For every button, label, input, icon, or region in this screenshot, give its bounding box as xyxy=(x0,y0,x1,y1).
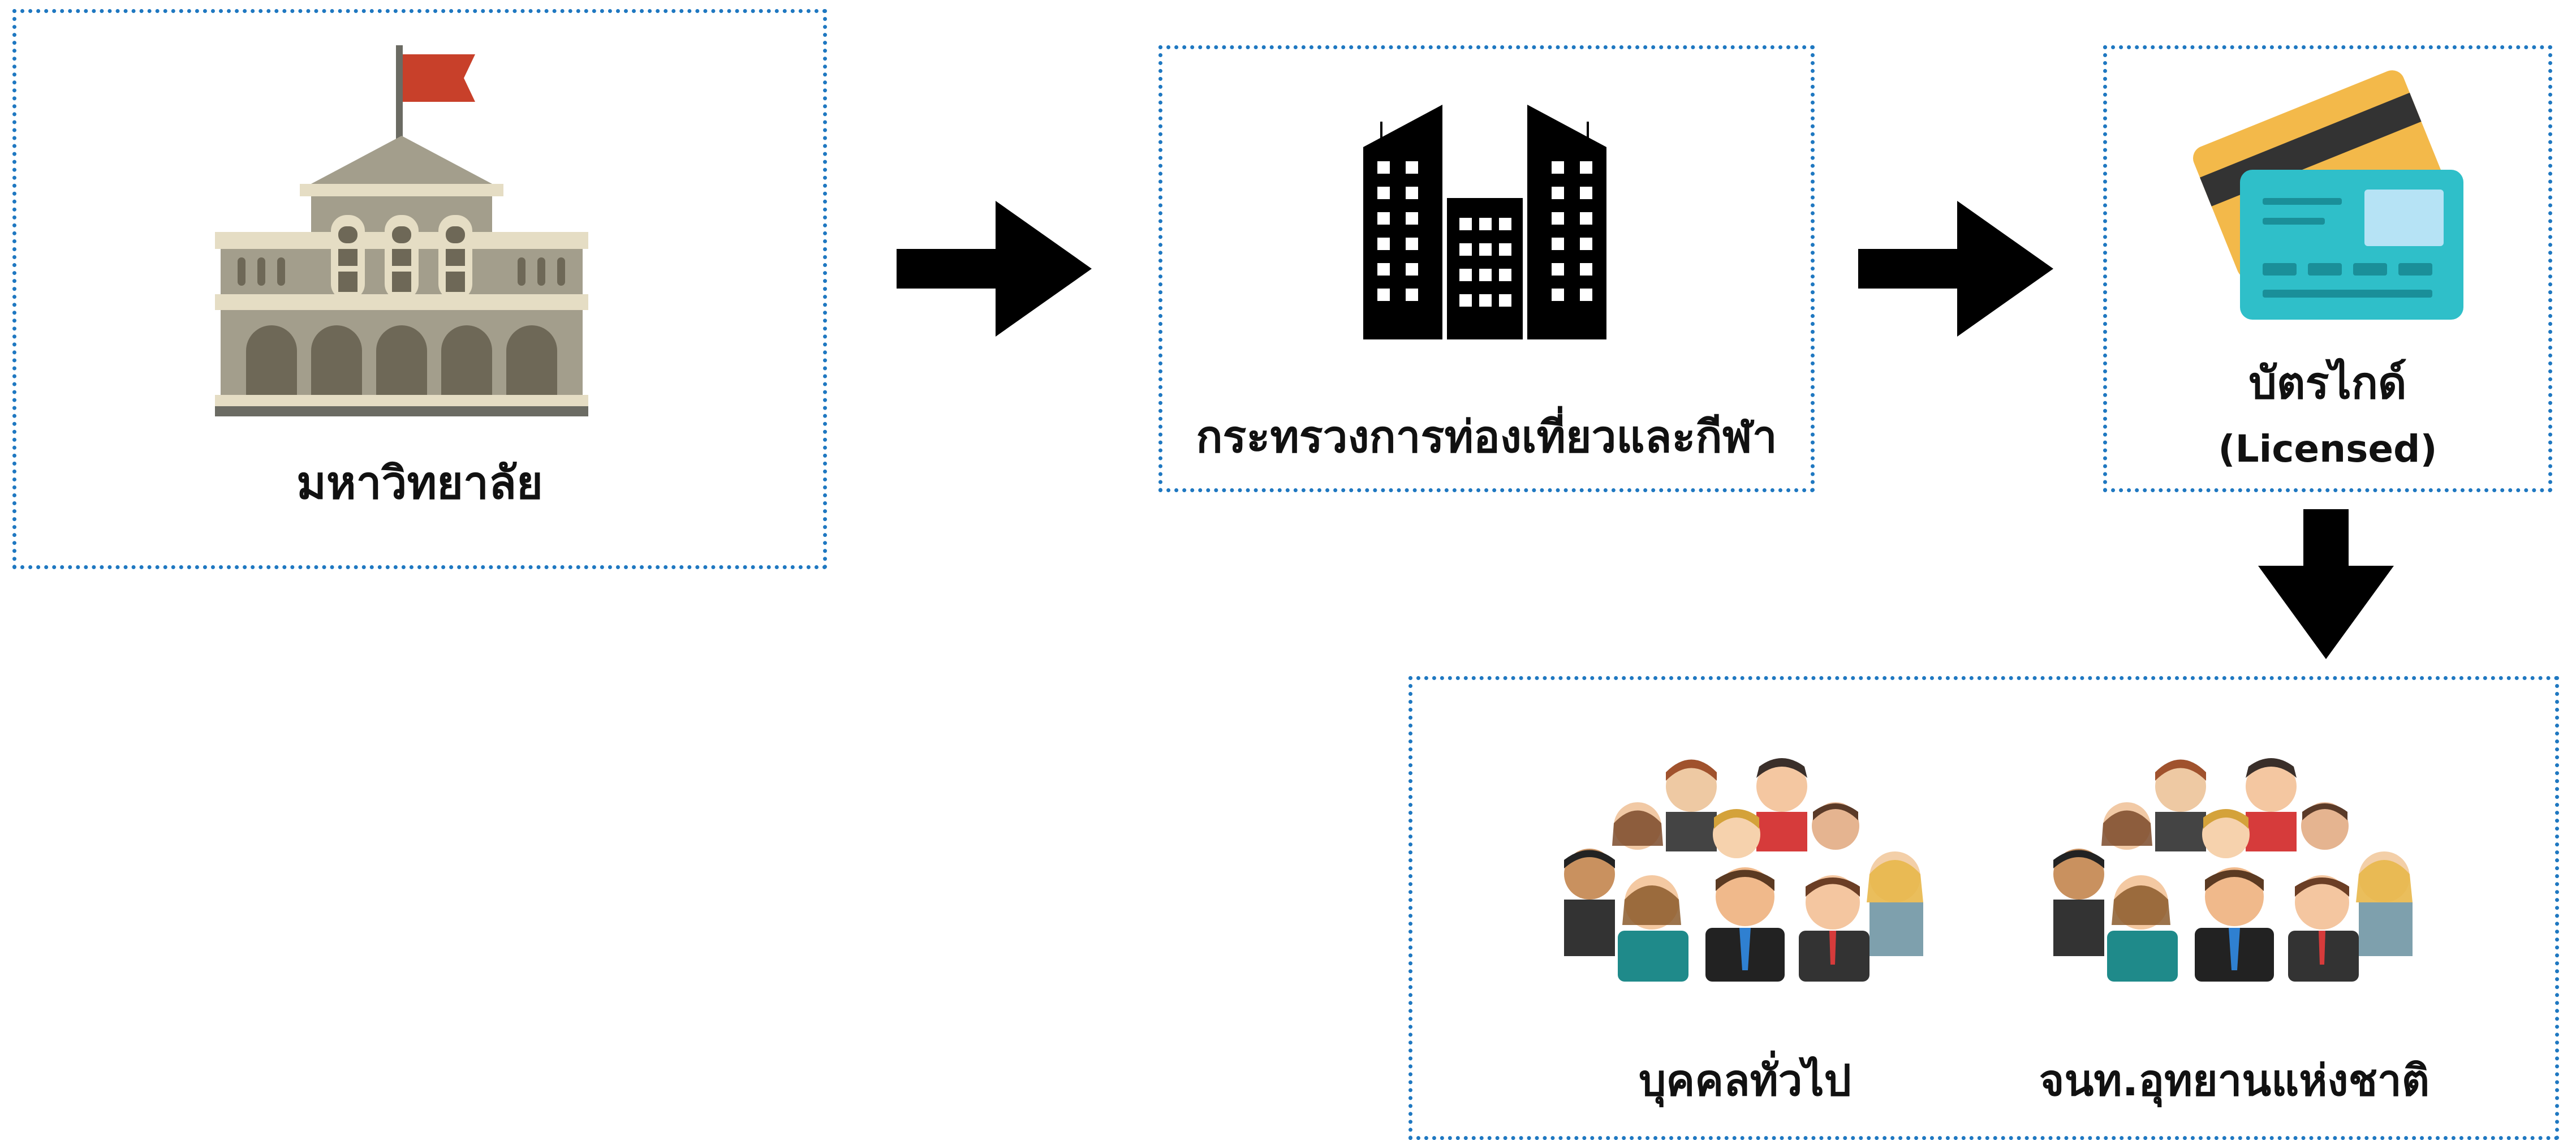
university-label: มหาวิทยาลัย xyxy=(296,457,543,509)
university-node xyxy=(12,9,827,569)
arrow-down-icon xyxy=(2258,509,2394,659)
audience-label-park-officers: จนท.อุทยานแห่งชาติ xyxy=(2039,1055,2430,1105)
people-group-icon xyxy=(1564,758,1923,982)
ministry-node xyxy=(1158,45,1815,492)
id-card-icon xyxy=(2192,70,2463,320)
arrow-right-icon xyxy=(1858,201,2053,337)
card-label: บัตรไกด์ xyxy=(2248,358,2407,409)
ministry-label: กระทรวงการท่องเที่ยวและกีฬา xyxy=(1196,412,1777,463)
office-buildings-icon xyxy=(1363,105,1606,339)
card-node xyxy=(2103,45,2552,492)
card-sublabel: (Licensed) xyxy=(2218,427,2437,471)
university-building-icon xyxy=(215,45,588,416)
people-group-icon xyxy=(2053,758,2413,982)
arrow-right-icon xyxy=(897,201,1092,337)
audience-label-general-public: บุคคลทั่วไป xyxy=(1639,1055,1851,1105)
